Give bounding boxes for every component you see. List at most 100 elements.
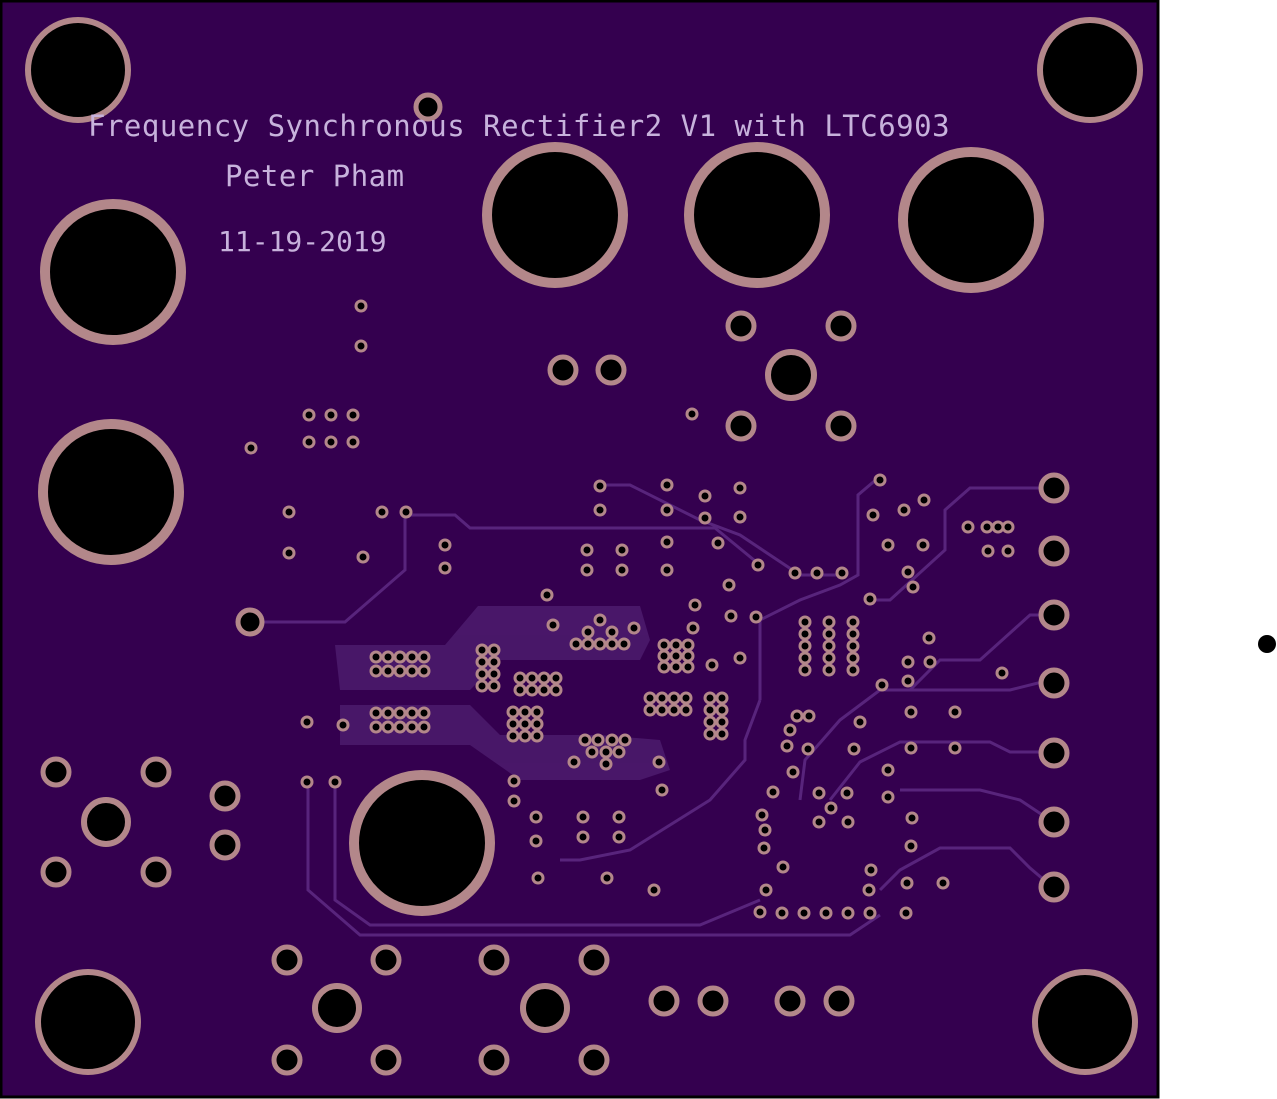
via bbox=[302, 435, 316, 449]
via bbox=[755, 808, 769, 822]
via bbox=[530, 729, 544, 743]
via bbox=[302, 408, 316, 422]
via bbox=[605, 733, 619, 747]
via bbox=[576, 810, 590, 824]
via bbox=[846, 663, 860, 677]
via bbox=[585, 745, 599, 759]
via bbox=[703, 715, 717, 729]
via bbox=[612, 810, 626, 824]
via bbox=[393, 664, 407, 678]
pad bbox=[1038, 472, 1070, 504]
mounting-hole bbox=[482, 142, 628, 288]
th-pads-small bbox=[40, 92, 1070, 1076]
via bbox=[375, 505, 389, 519]
via bbox=[475, 643, 489, 657]
via bbox=[810, 566, 824, 580]
pad bbox=[271, 944, 303, 976]
pad bbox=[823, 985, 855, 1017]
pad bbox=[595, 354, 627, 386]
pad bbox=[825, 310, 857, 342]
th-pads-medium bbox=[81, 349, 817, 1033]
via bbox=[657, 638, 671, 652]
pad bbox=[765, 349, 817, 401]
via bbox=[797, 906, 811, 920]
via bbox=[617, 637, 631, 651]
via bbox=[840, 786, 854, 800]
via bbox=[580, 563, 594, 577]
via bbox=[244, 441, 258, 455]
via bbox=[615, 563, 629, 577]
pad bbox=[370, 1044, 402, 1076]
via bbox=[369, 706, 383, 720]
mounting-hole bbox=[40, 199, 186, 345]
board-author: Peter Pham bbox=[225, 159, 405, 193]
via bbox=[591, 733, 605, 747]
via bbox=[698, 511, 712, 525]
via bbox=[875, 678, 889, 692]
mounting-hole bbox=[35, 969, 141, 1075]
via bbox=[369, 664, 383, 678]
via bbox=[948, 705, 962, 719]
pad bbox=[648, 985, 680, 1017]
via bbox=[381, 664, 395, 678]
mounting-hole bbox=[1032, 969, 1138, 1075]
via bbox=[780, 739, 794, 753]
via bbox=[438, 538, 452, 552]
via bbox=[405, 650, 419, 664]
via bbox=[681, 660, 695, 674]
via bbox=[775, 906, 789, 920]
via bbox=[417, 664, 431, 678]
via bbox=[669, 649, 683, 663]
via bbox=[766, 785, 780, 799]
via bbox=[790, 709, 804, 723]
via bbox=[655, 691, 669, 705]
pad bbox=[520, 983, 570, 1033]
via bbox=[599, 757, 613, 771]
via bbox=[417, 720, 431, 734]
pad bbox=[40, 756, 72, 788]
via bbox=[506, 717, 520, 731]
via bbox=[900, 876, 914, 890]
via bbox=[863, 906, 877, 920]
via bbox=[802, 709, 816, 723]
via bbox=[724, 609, 738, 623]
via bbox=[393, 706, 407, 720]
via bbox=[529, 810, 543, 824]
via bbox=[916, 538, 930, 552]
via bbox=[715, 703, 729, 717]
via bbox=[393, 650, 407, 664]
via bbox=[753, 905, 767, 919]
via bbox=[822, 615, 836, 629]
pad bbox=[1038, 871, 1070, 903]
via bbox=[643, 691, 657, 705]
via bbox=[593, 637, 607, 651]
via bbox=[776, 860, 790, 874]
via bbox=[518, 729, 532, 743]
mounting-hole bbox=[38, 419, 184, 565]
via bbox=[822, 663, 836, 677]
via bbox=[660, 478, 674, 492]
via bbox=[599, 745, 613, 759]
via bbox=[612, 745, 626, 759]
via bbox=[873, 473, 887, 487]
via bbox=[381, 720, 395, 734]
pad bbox=[40, 856, 72, 888]
via bbox=[593, 479, 607, 493]
via bbox=[679, 703, 693, 717]
via bbox=[798, 639, 812, 653]
pad bbox=[547, 354, 579, 386]
via bbox=[525, 671, 539, 685]
via bbox=[324, 435, 338, 449]
via bbox=[757, 841, 771, 855]
via bbox=[487, 655, 501, 669]
via bbox=[405, 706, 419, 720]
via bbox=[749, 610, 763, 624]
pad bbox=[774, 985, 806, 1017]
via bbox=[506, 729, 520, 743]
via bbox=[733, 481, 747, 495]
via bbox=[540, 588, 554, 602]
via bbox=[405, 720, 419, 734]
via bbox=[518, 717, 532, 731]
via bbox=[438, 561, 452, 575]
via bbox=[715, 715, 729, 729]
